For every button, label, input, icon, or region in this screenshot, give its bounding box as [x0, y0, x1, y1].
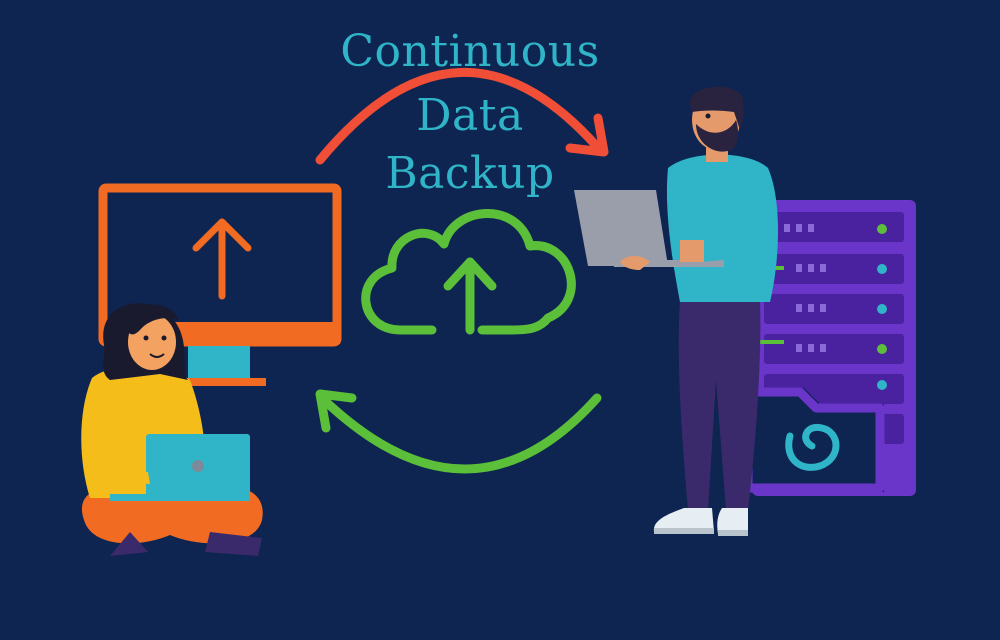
- sync-arrow-bottom-icon: [315, 389, 602, 474]
- cloud-upload-icon: [361, 209, 576, 335]
- title-line-2: Data: [416, 90, 524, 141]
- folder-icon: [743, 387, 885, 493]
- sync-arrow-top-icon: [315, 68, 609, 165]
- title-line-1: Continuous: [340, 26, 600, 77]
- laptop-woman-icon: [110, 434, 250, 501]
- man-with-laptop: [574, 86, 778, 536]
- laptop-man-icon: [574, 190, 724, 267]
- title-line-3: Backup: [385, 148, 555, 199]
- woman-with-laptop: [81, 303, 263, 556]
